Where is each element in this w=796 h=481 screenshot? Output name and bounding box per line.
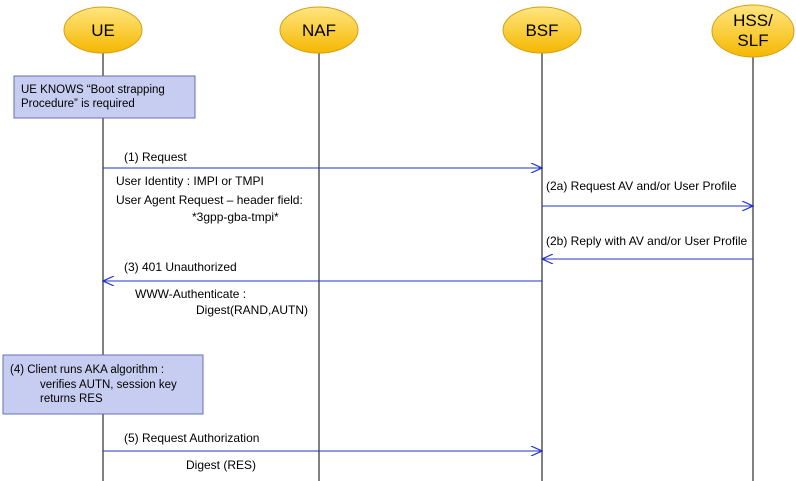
actor-bsf-label: BSF: [525, 21, 558, 40]
actor-ue: UE: [63, 6, 143, 54]
note-aka-line1: (4) Client runs AKA algorithm :: [10, 364, 164, 376]
note-bootstrapping-required: UE KNOWS “Boot strapping Procedure” is r…: [13, 75, 196, 119]
actor-ue-label: UE: [91, 21, 115, 40]
message-1-label: (1) Request: [124, 150, 187, 164]
note-aka-line2: verifies AUTN, session key: [40, 379, 177, 391]
message-3-label: (3) 401 Unauthorized: [124, 260, 237, 274]
message-3-detail-digest: Digest(RAND,AUTN): [196, 303, 308, 317]
message-1-detail-header: *3gpp-gba-tmpi*: [192, 210, 279, 224]
actor-hss-label-line1: HSS/: [733, 11, 773, 30]
message-5-label: (5) Request Authorization: [124, 431, 259, 445]
message-2a-label: (2a) Request AV and/or User Profile: [546, 179, 737, 193]
message-1-detail-identity: User Identity : IMPI or TMPI: [116, 174, 264, 188]
actor-hss-slf: HSS/ SLF: [711, 4, 795, 58]
note-bootstrapping-line1: UE KNOWS “Boot strapping: [21, 84, 165, 96]
message-2b-label: (2b) Reply with AV and/or User Profile: [546, 234, 748, 248]
actor-bsf: BSF: [502, 6, 582, 54]
note-bootstrapping-line2: Procedure” is required: [21, 98, 135, 110]
actor-naf-label: NAF: [302, 21, 336, 40]
message-5-detail-digest: Digest (RES): [186, 458, 256, 472]
note-aka-line3: returns RES: [40, 393, 103, 405]
message-1-detail-useragent: User Agent Request – header field:: [116, 193, 303, 207]
actor-naf: NAF: [279, 6, 359, 54]
note-aka-algorithm: (4) Client runs AKA algorithm : verifies…: [2, 354, 204, 415]
actor-hss-label-line2: SLF: [737, 31, 768, 50]
message-3-detail-www-auth: WWW-Authenticate :: [135, 287, 246, 301]
